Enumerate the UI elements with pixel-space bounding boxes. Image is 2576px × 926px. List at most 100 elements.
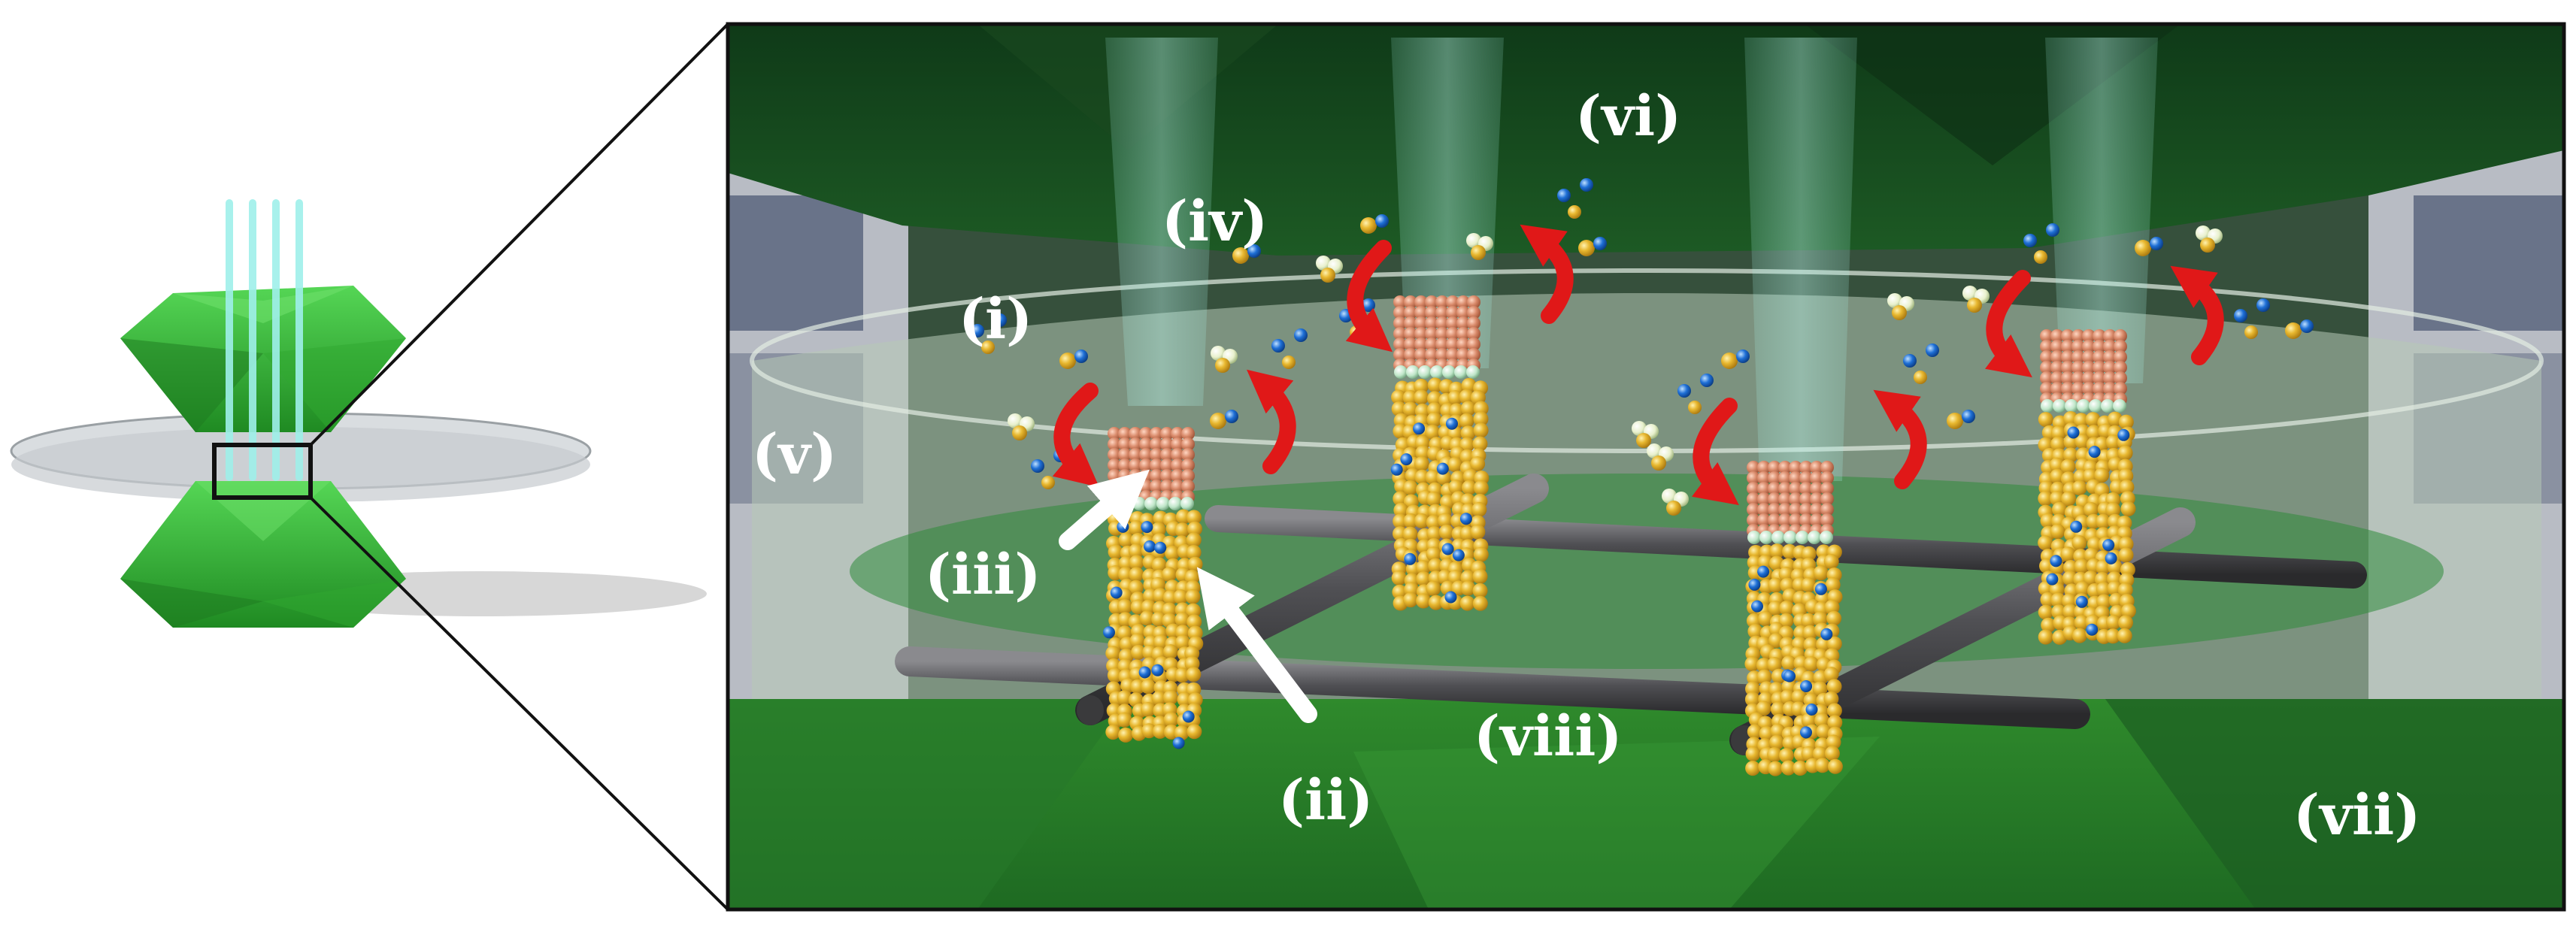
copper-particle [1160,469,1174,483]
gold-particle [2052,501,2067,517]
hydrogen-atom [2196,225,2211,241]
copper-particle [1456,316,1470,330]
gold-particle [1747,624,1763,639]
molecule-cluster [1647,443,1674,471]
gold-particle [1426,526,1442,541]
mint-particle [2113,399,2126,413]
gold-particle [1163,712,1179,728]
copper-particle [1414,316,1428,330]
gold-particle [2096,582,2111,598]
gold-particle [1117,690,1132,706]
gold-particle [1165,545,1180,561]
copper-particle [1820,513,1834,527]
copper-particle [1810,503,1823,516]
copper-particle [2061,371,2074,385]
oxygen-atom [1557,189,1571,202]
gold-particle [2094,468,2110,483]
label-iii: (iii) [925,543,1041,607]
gold-particle [2038,581,2053,596]
gold-particle [2119,480,2135,495]
copper-particle [1768,461,1781,474]
copper-particle [2040,350,2053,364]
molecule-cluster [1466,233,1493,260]
label-vii: (vii) [2293,783,2420,848]
gold-particle [1185,589,1201,604]
copper-particle [2050,340,2064,353]
gold-particle [1460,401,1476,416]
hydrogen-atom [1887,293,1902,308]
gold-particle [1128,580,1144,595]
copper-particle [1160,427,1174,440]
label-vi: (vi) [1575,84,1681,149]
copper-particle [2093,371,2106,385]
copper-particle [1404,316,1417,330]
gold-particle [1174,725,1190,741]
hydrogen-atom [1632,421,1647,436]
gold-particle [1117,599,1132,614]
gold-particle [1393,513,1408,529]
copper-particle [1768,492,1781,506]
gold-particle [1162,602,1177,618]
gold-particle [1186,545,1202,560]
gold-particle [2085,412,2101,428]
gold-particle [1471,501,1487,517]
gold-particle [1460,570,1476,586]
gold-particle [2060,546,2076,562]
molecule-cluster [1059,350,1088,369]
copper-particle [2040,382,2053,395]
mint-particle [1168,497,1182,510]
gold-particle [1823,554,1839,570]
oxygen-atom [1271,339,1285,353]
gold-particle [1770,723,1786,739]
gold-particle [2118,536,2134,552]
copper-particle [1150,469,1163,483]
copper-particle [2093,361,2106,374]
gold-particle [1428,595,1444,610]
molecule-cluster [2196,225,2223,253]
oxygen-particle [1751,600,1763,613]
gold-particle [1745,761,1761,776]
gold-particle [2050,436,2066,452]
gold-particle [1801,713,1817,728]
oxygen-particle [2050,555,2062,567]
gold-particle [1447,390,1463,406]
gold-particle [1448,480,1464,495]
copper-particle [1414,337,1428,351]
mint-particle [1144,497,1158,510]
gold-particle [2038,629,2053,645]
copper-particle [1181,480,1195,493]
oxygen-particle [1413,422,1426,435]
gold-particle [1778,748,1794,764]
copper-particle [1129,458,1142,472]
gold-atom [1914,371,1927,384]
sample-stack [2038,329,2136,645]
copper-particle [1456,348,1470,362]
gold-particle [2074,581,2090,597]
gold-atom [2285,322,2302,339]
copper-particle [1446,316,1459,330]
copper-particle [1467,306,1480,319]
copper-particle [1810,482,1823,495]
copper-particle [1799,471,1813,485]
gold-atom [1320,268,1335,283]
gold-particle [1117,712,1132,728]
oxygen-atom [1247,244,1261,258]
sample-stack [1390,295,1490,611]
copper-particle [1467,348,1480,362]
hydrogen-atom [1962,286,1977,301]
copper-particle [1181,437,1195,451]
oxygen-atom [2046,223,2059,237]
copper-particle [1768,513,1781,527]
copper-particle [1160,448,1174,461]
copper-particle [2061,329,2074,343]
copper-particle [1404,306,1417,319]
copper-particle [1768,471,1781,485]
copper-particle [2050,361,2064,374]
copper-particle [1404,295,1417,309]
mint-particle [1394,365,1408,379]
copper-particle [1768,503,1781,516]
gold-particle [2074,615,2090,631]
copper-particle [2050,371,2064,385]
gold-particle [1130,679,1146,694]
gold-particle [2117,628,2132,643]
